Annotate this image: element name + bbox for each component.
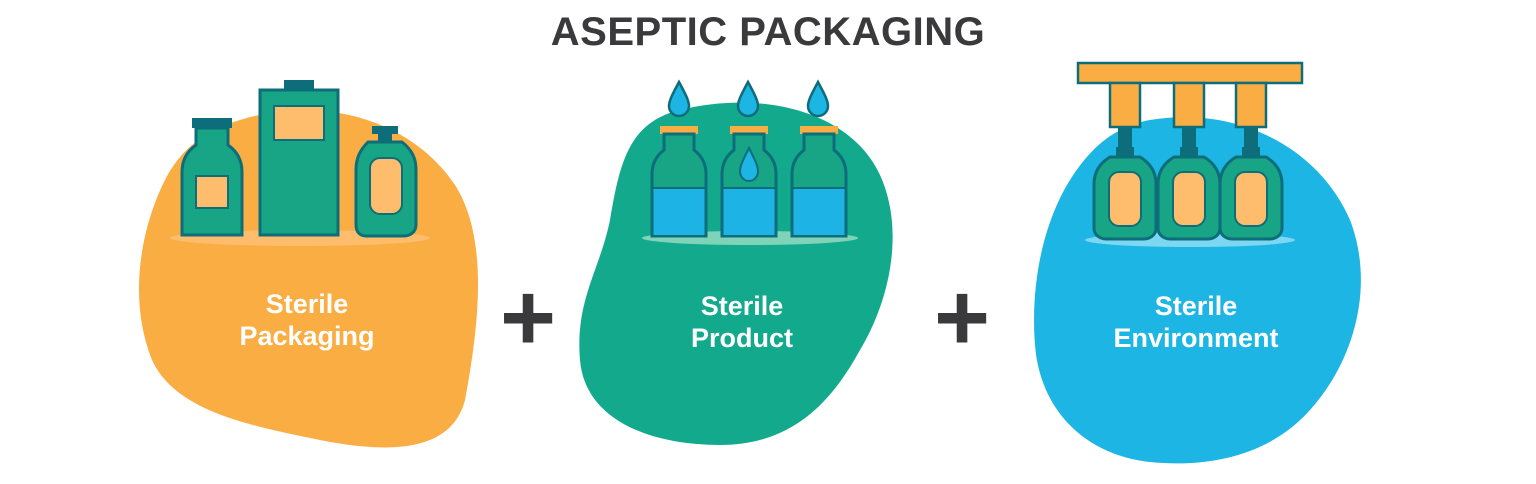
step-label-packaging: Sterile Packaging bbox=[177, 288, 437, 352]
carton-icon bbox=[258, 80, 340, 237]
step-label-product: Sterile Product bbox=[612, 290, 872, 354]
pouch-icon bbox=[354, 126, 418, 238]
step-label-line: Packaging bbox=[239, 321, 375, 351]
drop-icon bbox=[806, 79, 830, 118]
filling-rail bbox=[1076, 61, 1304, 85]
page-title: ASEPTIC PACKAGING bbox=[550, 10, 986, 54]
machine-icon-group bbox=[1076, 61, 1304, 247]
step-label-line: Environment bbox=[1113, 323, 1279, 353]
filler-nozzle-icon bbox=[1108, 81, 1142, 147]
step-label-line: Sterile bbox=[265, 289, 349, 319]
filler-nozzle-icon bbox=[1172, 81, 1206, 147]
packaging-icon-group bbox=[170, 80, 430, 246]
step-label-environment: Sterile Environment bbox=[1066, 290, 1326, 354]
plus-operator: + bbox=[499, 264, 557, 371]
pouch-icon bbox=[1092, 147, 1158, 241]
step-label-line: Sterile bbox=[700, 291, 784, 321]
drop-icon bbox=[736, 79, 760, 118]
drop-icon bbox=[667, 79, 691, 118]
step-label-line: Sterile bbox=[1154, 291, 1238, 321]
filler-nozzle-icon bbox=[1234, 81, 1268, 147]
step-label-line: Product bbox=[690, 323, 793, 353]
plus-operator: + bbox=[933, 264, 991, 371]
pouch-icon bbox=[1156, 147, 1222, 241]
filled-bottle-icon bbox=[790, 126, 848, 238]
filled-bottle-icon bbox=[720, 126, 778, 238]
pouch-icon bbox=[1218, 147, 1284, 241]
product-icon-group bbox=[642, 79, 858, 245]
bottle-icon bbox=[180, 118, 244, 237]
filled-bottle-icon bbox=[650, 126, 708, 238]
